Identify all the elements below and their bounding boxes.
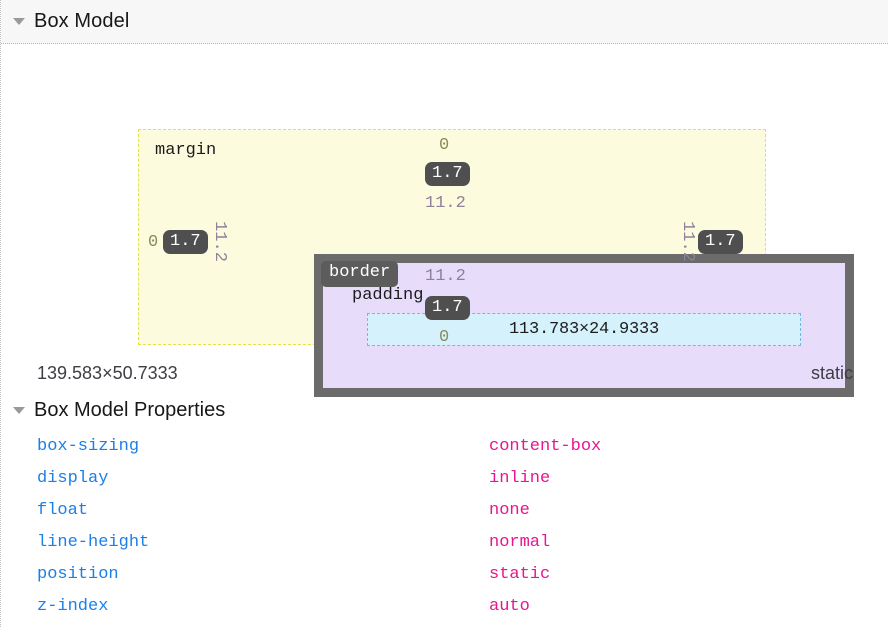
border-bottom-value[interactable]: 1.7 <box>425 296 470 320</box>
summary-row: 139.583×50.7333 static <box>1 356 888 390</box>
properties-title: Box Model Properties <box>34 398 226 421</box>
box-model-properties-header[interactable]: Box Model Properties <box>1 394 888 426</box>
table-row[interactable]: line-height normal <box>1 526 888 558</box>
properties-list: box-sizing content-box display inline fl… <box>1 430 888 622</box>
property-name: position <box>37 564 119 584</box>
chevron-down-icon[interactable] <box>13 406 25 414</box>
box-model-diagram: margin border padding 113.783×24.9333 0 … <box>1 44 888 397</box>
padding-bottom-value[interactable]: 11.2 <box>425 267 466 286</box>
chevron-down-icon[interactable] <box>13 18 25 25</box>
property-name: display <box>37 468 109 488</box>
property-value: none <box>489 500 530 520</box>
content-size-label: 113.783×24.9333 <box>508 320 660 339</box>
margin-label: margin <box>155 141 217 160</box>
table-row[interactable]: box-sizing content-box <box>1 430 888 462</box>
table-row[interactable]: float none <box>1 494 888 526</box>
padding-left-value[interactable]: 11.2 <box>209 221 229 262</box>
panel-title: Box Model <box>34 10 130 32</box>
element-dimensions: 139.583×50.7333 <box>37 362 178 383</box>
margin-left-value[interactable]: 0 <box>148 233 159 252</box>
property-name: line-height <box>37 532 150 552</box>
box-model-properties-section: Box Model Properties box-sizing content-… <box>1 394 888 622</box>
property-value: inline <box>489 468 551 488</box>
property-name: box-sizing <box>37 436 140 456</box>
table-row[interactable]: position static <box>1 558 888 590</box>
property-name: float <box>37 500 89 520</box>
padding-top-value[interactable]: 11.2 <box>425 194 466 213</box>
table-row[interactable]: z-index auto <box>1 590 888 622</box>
margin-top-value[interactable]: 0 <box>439 136 450 155</box>
border-left-value[interactable]: 1.7 <box>163 230 208 254</box>
property-name: z-index <box>37 596 109 616</box>
border-right-value[interactable]: 1.7 <box>698 230 743 254</box>
margin-bottom-value[interactable]: 0 <box>439 328 450 347</box>
table-row[interactable]: display inline <box>1 462 888 494</box>
padding-label: padding <box>352 286 424 305</box>
property-value: content-box <box>489 436 602 456</box>
property-value: normal <box>489 532 551 552</box>
element-position: static <box>810 362 853 383</box>
padding-right-value[interactable]: 11.2 <box>677 221 697 262</box>
border-top-value[interactable]: 1.7 <box>425 162 470 186</box>
border-label: border <box>321 261 399 287</box>
box-model-header[interactable]: Box Model <box>1 0 888 44</box>
property-value: auto <box>489 596 530 616</box>
property-value: static <box>489 564 551 584</box>
